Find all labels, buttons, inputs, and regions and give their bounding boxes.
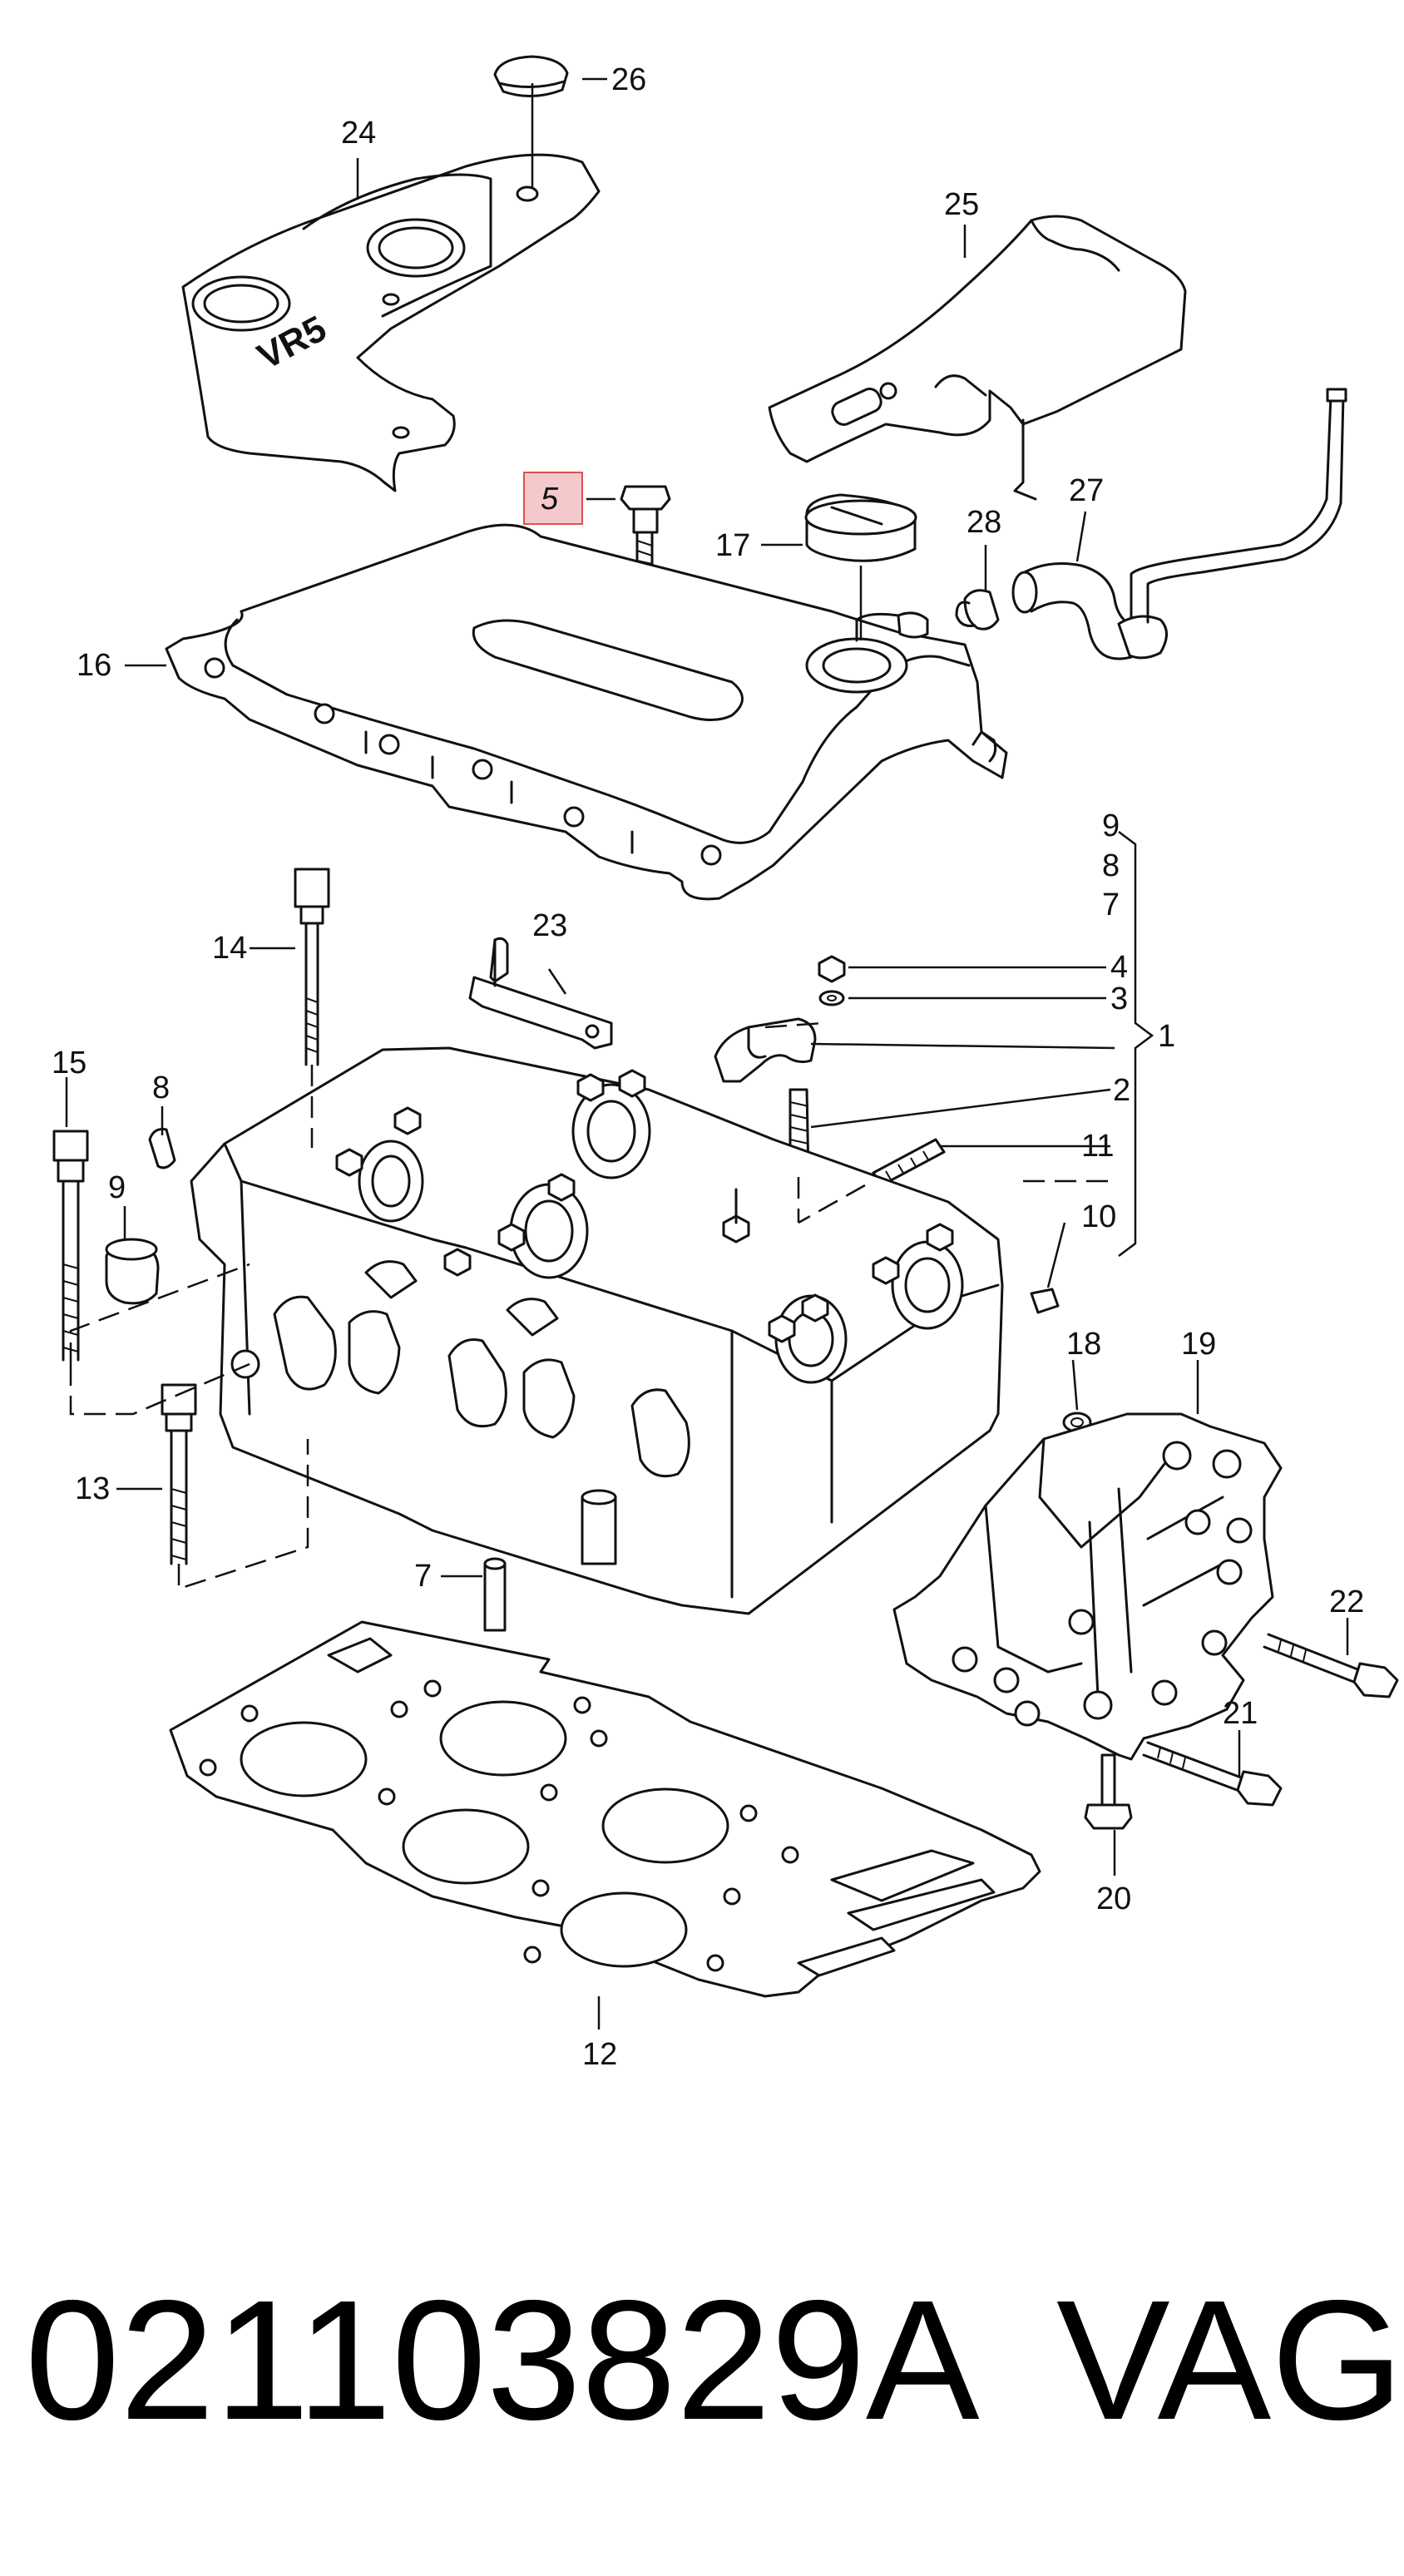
callout-20: 20 [1096,1881,1131,1916]
callout-17: 17 [715,528,750,563]
callout-14: 14 [212,931,247,966]
part-22-bolt [1263,1633,1399,1698]
callout-21: 21 [1223,1696,1258,1731]
callout-9: 9 [108,1170,126,1205]
callout-9-group: 9 [1102,808,1120,843]
part-1-bearing-cap [714,1017,817,1083]
callout-23: 23 [532,908,567,943]
callout-2: 2 [1113,1073,1130,1108]
part-10-pin [1030,1288,1060,1314]
callout-5: 5 [541,482,559,517]
callout-3: 3 [1110,981,1128,1016]
callout-7: 7 [414,1559,432,1594]
callout-24: 24 [341,116,376,151]
callout-5-highlight [523,472,583,525]
callout-16: 16 [77,648,111,683]
part-23-bracket [468,937,613,1050]
callout-4: 4 [1110,950,1128,985]
callout-26: 26 [611,62,646,97]
part-3-washer [818,990,845,1006]
callout-10: 10 [1081,1199,1116,1234]
callout-27: 27 [1069,473,1104,508]
part-24-engine-cover: VR5 [181,153,601,492]
part-14-bolt [294,868,330,1066]
callout-8: 8 [152,1070,170,1105]
part-27-breather-hose [1011,388,1347,660]
part-number: 021103829A [25,2265,980,2455]
brand-name: VAG [1056,2265,1404,2455]
leader-lines [65,77,1349,2030]
exploded-parts-diagram: VR5 [52,55,1399,2072]
part-17-oil-cap [804,493,917,562]
callout-13: 13 [75,1471,110,1506]
part-21-bolt [1142,1741,1283,1807]
part-28-clamp [955,589,1000,630]
part-9-cap [105,1238,160,1305]
callout-12: 12 [582,2037,617,2072]
part-7-sleeve [483,1557,507,1632]
callout-19: 19 [1181,1327,1216,1362]
callout-7-group: 7 [1102,888,1120,922]
part-20-screw [1084,1753,1133,1830]
callout-1: 1 [1158,1019,1175,1054]
callout-15: 15 [52,1046,87,1080]
callout-labels: 26 24 25 5 17 28 27 16 9 8 7 4 3 1 2 11 … [52,62,1364,2072]
callout-8-group: 8 [1102,848,1120,883]
part-8-plug [148,1128,176,1169]
callout-18: 18 [1066,1327,1101,1362]
part-26-cap [493,55,569,98]
part-19-housing [892,1412,1283,1761]
part-4-nut [818,955,846,983]
callout-28: 28 [966,505,1001,540]
part-25-belt-cover [768,215,1187,501]
callout-11: 11 [1081,1129,1114,1164]
part-15-bolt [52,1130,89,1362]
part-13-bolt [161,1383,197,1565]
part-12-head-gasket [169,1620,1041,1998]
callout-22: 22 [1329,1585,1364,1619]
part-16-valve-cover [165,523,1008,901]
callout-25: 25 [944,187,979,222]
